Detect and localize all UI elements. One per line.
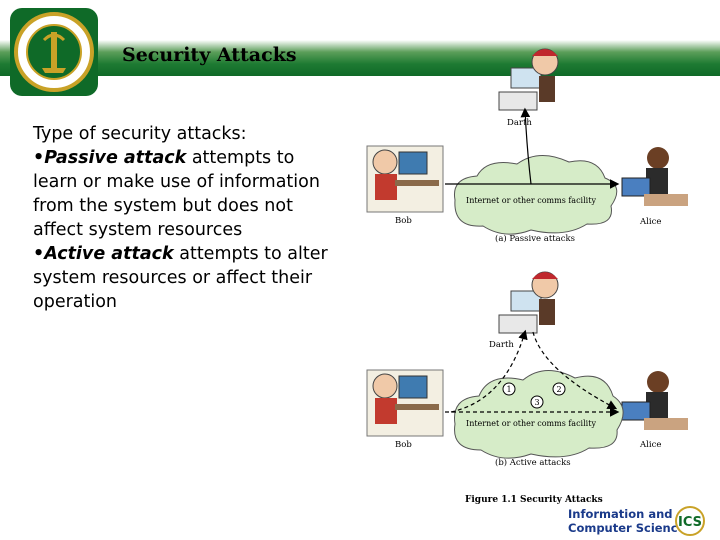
step-3-label: 3: [534, 398, 539, 407]
active-inject-arrow: [532, 331, 618, 410]
step-marker: [552, 382, 566, 396]
bullet-active: •Active attack attempts to alter system …: [33, 242, 333, 314]
bullet-marker: •: [33, 148, 45, 168]
header-bar: [0, 0, 720, 76]
alice-figure-icon: [621, 147, 688, 206]
footer-line1: Information and: [568, 507, 673, 521]
passive-description: attempts to learn or make use of informa…: [33, 148, 320, 240]
step-marker: [530, 395, 544, 409]
bullet-list: Type of security attacks: •Passive attac…: [33, 122, 333, 314]
bob-figure-icon: [366, 145, 444, 213]
passive-attack-diagram: Darth Bob Alice Internet or other comms …: [366, 48, 688, 244]
darth-label: Darth: [507, 118, 532, 128]
alice-figure-icon: [621, 371, 688, 430]
darth-figure-icon: [498, 48, 559, 111]
ics-footer-logo: Information and Computer Science ICS: [568, 506, 705, 536]
darth-figure-icon: [498, 271, 559, 334]
passive-caption: (a) Passive attacks: [495, 233, 575, 244]
bob-label: Bob: [395, 440, 412, 450]
bullet-marker: •: [33, 244, 45, 264]
active-cloud-label: Internet or other comms facility: [466, 419, 596, 428]
bob-label: Bob: [395, 216, 412, 226]
intro-text: Type of security attacks:: [33, 124, 247, 144]
step-2-label: 2: [556, 385, 561, 394]
active-caption: (b) Active attacks: [495, 457, 571, 468]
alice-label: Alice: [639, 217, 661, 227]
active-description: attempts to alter system resources or af…: [33, 244, 328, 312]
security-attacks-figure: Darth Bob Alice Internet or other comms …: [366, 48, 688, 505]
footer-line2: Computer Science: [568, 521, 686, 535]
darth-label: Darth: [489, 340, 514, 350]
passive-eavesdrop-arrow: [520, 107, 532, 185]
slide-title: Security Attacks: [122, 44, 297, 66]
active-cloud-icon: [454, 370, 624, 459]
bullet-passive: •Passive attack attempts to learn or mak…: [33, 146, 333, 242]
bob-figure-icon: [366, 369, 444, 437]
active-attack-diagram: Darth Bob Alice 1 2 3 Internet or other …: [366, 271, 688, 468]
step-marker: [502, 382, 516, 396]
ics-mark: ICS: [678, 515, 702, 530]
university-logo-icon: [10, 8, 98, 96]
term-passive: Passive attack: [44, 148, 187, 168]
passive-cloud-icon: [453, 155, 618, 235]
figure-caption: Figure 1.1 Security Attacks: [465, 495, 603, 505]
term-active: Active attack: [44, 244, 174, 264]
passive-cloud-label: Internet or other comms facility: [466, 196, 596, 205]
alice-label: Alice: [639, 440, 661, 450]
active-intercept-arrow: [450, 329, 528, 413]
step-1-label: 1: [506, 385, 511, 394]
